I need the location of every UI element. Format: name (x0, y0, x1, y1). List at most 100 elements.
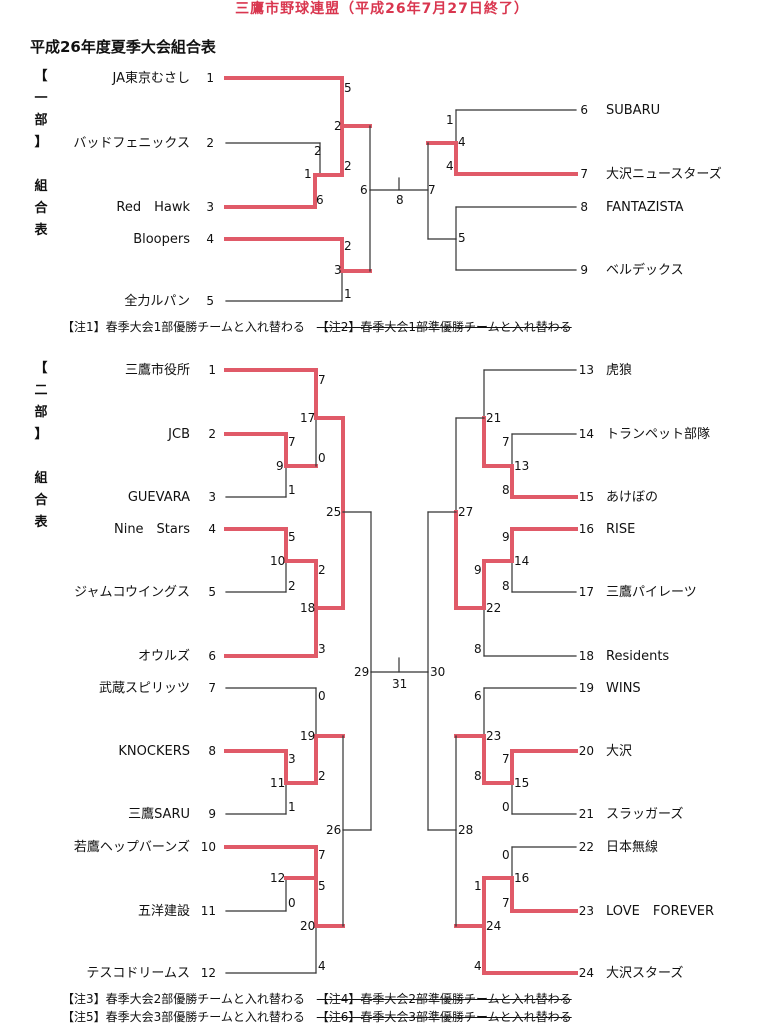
division1-label: 【一部】 組合表 (30, 66, 52, 242)
score: 0 (318, 689, 326, 703)
team-number: 16 (579, 522, 594, 536)
match-number: 1 (304, 167, 312, 181)
team-name-right: RISE (606, 522, 635, 537)
team-name-left: Bloopers (133, 232, 190, 247)
score: 2 (334, 119, 342, 133)
match-number: 9 (276, 459, 284, 473)
score: 3 (318, 642, 326, 656)
score: 2 (344, 159, 352, 173)
team-number: 18 (579, 649, 594, 663)
team-number: 7 (208, 681, 216, 695)
team-name-left: GUEVARA (128, 490, 190, 505)
team-name-right: 大沢スターズ (606, 965, 683, 981)
team-number: 5 (206, 294, 214, 308)
division2-label-char-7: 表 (34, 515, 48, 530)
team-name-right: LOVE FOREVER (606, 904, 714, 919)
division2-label-char-3: 】 (34, 427, 48, 442)
match-number: 10 (270, 554, 285, 568)
team-name-left: バッドフェニックス (73, 136, 190, 151)
note-5: 【注5】春季大会3部優勝チームと入れ替わる (62, 1010, 305, 1024)
score: 2 (288, 579, 296, 593)
team-name-left: JA東京むさし (112, 70, 191, 86)
score: 4 (474, 959, 482, 973)
team-number: 11 (201, 904, 216, 918)
score: 8 (474, 642, 482, 656)
team-name-right: WINS (606, 681, 641, 696)
match-number: 13 (514, 459, 529, 473)
score: 0 (502, 800, 510, 814)
team-name-left: 五洋建設 (138, 903, 190, 919)
score: 6 (474, 689, 482, 703)
match-number: 14 (514, 554, 529, 568)
team-name-right: 大沢 (606, 744, 632, 759)
page-title: 三鷹市野球連盟（平成26年7月27日終了） (235, 1, 529, 17)
team-name-left: 武蔵スピリッツ (99, 681, 190, 696)
team-number: 2 (206, 136, 214, 150)
team-number: 5 (208, 585, 216, 599)
score: 4 (446, 159, 454, 173)
team-name-right: 三鷹パイレーツ (606, 585, 697, 600)
team-number: 3 (208, 490, 216, 504)
match-number: 30 (430, 665, 445, 679)
team-name-right: 日本無線 (606, 839, 658, 855)
team-number: 20 (579, 744, 594, 758)
score: 8 (502, 579, 510, 593)
team-name-left: Nine Stars (114, 522, 190, 537)
match-number: 15 (514, 776, 529, 790)
team-name-right: 虎狼 (606, 363, 632, 378)
score: 8 (502, 483, 510, 497)
score: 7 (318, 848, 326, 862)
match-number: 11 (270, 776, 285, 790)
division1-label-char-6: 合 (34, 201, 48, 216)
team-number: 4 (208, 522, 216, 536)
team-number: 13 (579, 363, 594, 377)
score: 3 (334, 263, 342, 277)
team-name-left: JCB (167, 427, 190, 442)
team-name-right: ベルデックス (606, 262, 684, 278)
score: 9 (474, 563, 482, 577)
score: 5 (288, 530, 296, 544)
match-number: 19 (300, 729, 315, 743)
score: 5 (318, 879, 326, 893)
team-name-left: オウルズ (138, 648, 190, 664)
team-number: 21 (579, 807, 594, 821)
note-1: 【注1】春季大会1部優勝チームと入れ替わる (62, 320, 305, 334)
score: 1 (288, 483, 296, 497)
match-number: 12 (270, 871, 285, 885)
score: 7 (318, 373, 326, 387)
score: 2 (314, 144, 322, 158)
team-number: 6 (208, 649, 216, 663)
match-number: 23 (486, 729, 501, 743)
team-number: 22 (579, 840, 594, 854)
score: 3 (288, 752, 296, 766)
score: 0 (288, 896, 296, 910)
team-number: 2 (208, 427, 216, 441)
score: 1 (446, 113, 454, 127)
team-name-left: 三鷹市役所 (125, 362, 190, 378)
team-name-right: FANTAZISTA (606, 200, 684, 215)
team-number: 8 (208, 744, 216, 758)
team-name-left: 若鷹ヘップバーンズ (74, 839, 190, 855)
team-name-left: 全力ルパン (124, 293, 190, 309)
score: 5 (344, 81, 352, 95)
division2-label-char-0: 【 (34, 361, 48, 376)
match-number: 26 (326, 823, 341, 837)
score: 7 (502, 752, 510, 766)
team-name-right: 大沢ニュースターズ (606, 166, 722, 182)
score: 7 (502, 435, 510, 449)
team-number: 12 (201, 966, 216, 980)
match-number: 17 (300, 411, 315, 425)
note-4: 【注4】春季大会2部準優勝チームと入れ替わる (316, 992, 572, 1006)
score: 1 (474, 879, 482, 893)
team-name-right: スラッガーズ (606, 806, 683, 822)
note-2: 【注2】春季大会1部準優勝チームと入れ替わる (316, 320, 572, 334)
score: 4 (458, 135, 466, 149)
team-name-left: ジャムコウイングス (74, 585, 190, 600)
team-name-left: KNOCKERS (118, 744, 190, 759)
score: 4 (318, 959, 326, 973)
division2-notes-row1: 【注3】春季大会2部優勝チームと入れ替わる 【注4】春季大会2部準優勝チームと入… (62, 990, 580, 1007)
note-3: 【注3】春季大会2部優勝チームと入れ替わる (62, 992, 305, 1006)
team-number: 9 (208, 807, 216, 821)
team-number: 1 (208, 363, 216, 377)
team-number: 1 (206, 71, 214, 85)
